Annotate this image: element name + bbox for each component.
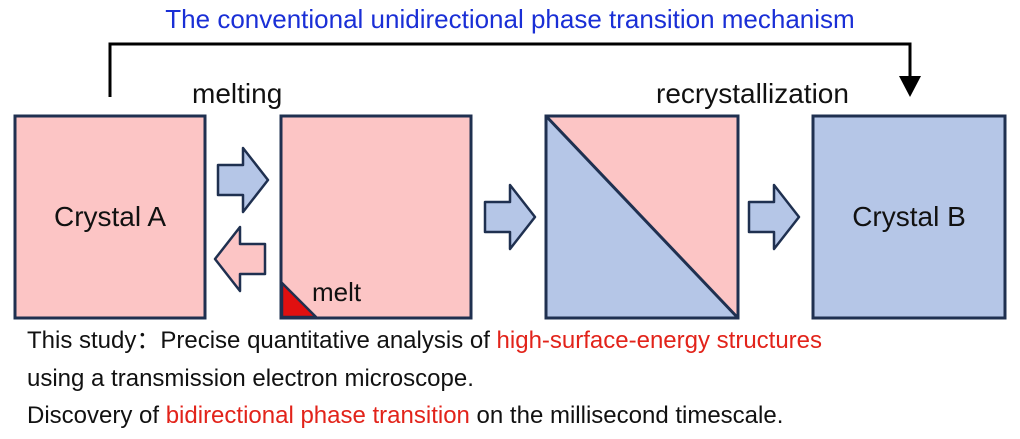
- crystal-b-box: [811, 114, 1007, 320]
- conventional-path-arrowhead: [899, 76, 921, 97]
- crystal-a-box: [13, 114, 207, 320]
- crystal-b-label: Crystal B: [852, 201, 966, 232]
- recrystallization-label: recrystallization: [656, 78, 849, 109]
- melt-stage-box: [279, 114, 473, 320]
- caption-line-1-highlight: high-surface-energy structures: [496, 327, 823, 354]
- diagram-title: The conventional unidirectional phase tr…: [165, 4, 854, 34]
- caption-line-3-prefix: Discovery of: [27, 402, 166, 429]
- caption-line-2: using a transmission electron microscope…: [27, 364, 1017, 394]
- transition-stage-box: [544, 114, 740, 320]
- crystal-a-label: Crystal A: [54, 201, 166, 232]
- melt-label: melt: [312, 277, 362, 307]
- caption-line-3: Discovery of bidirectional phase transit…: [27, 401, 1017, 431]
- transition-arrow-1: [483, 183, 537, 251]
- conventional-path-arrow: [108, 42, 912, 97]
- caption-line-1: This study：Precise quantitative analysis…: [27, 326, 1017, 356]
- caption-line-2-text: using a transmission electron microscope…: [27, 365, 474, 392]
- melting-backward-arrow: [213, 225, 267, 293]
- caption-line-3-suffix: on the millisecond timescale.: [469, 402, 784, 429]
- caption-line-3-highlight: bidirectional phase transition: [165, 402, 470, 429]
- melting-forward-arrow: [216, 146, 270, 214]
- caption-line-1-prefix: This study：Precise quantitative analysis…: [27, 327, 497, 354]
- melt-triangle: [280, 279, 320, 319]
- melting-label: melting: [192, 78, 282, 109]
- transition-arrow-2: [747, 183, 801, 251]
